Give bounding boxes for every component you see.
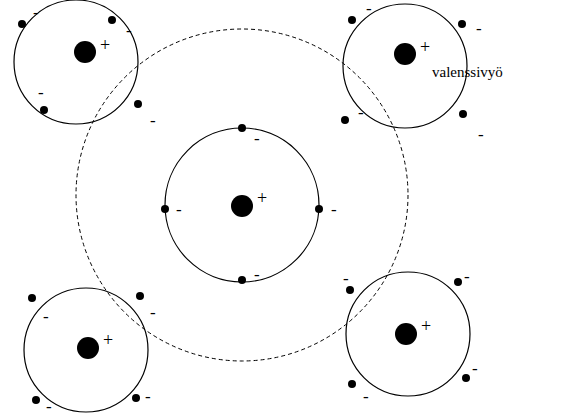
- nucleus: [231, 195, 253, 217]
- electron-charge: -: [176, 201, 182, 218]
- nucleus: [394, 43, 416, 65]
- electron-charge: -: [254, 266, 260, 283]
- atom-shell: [164, 127, 320, 283]
- electron-charge: -: [150, 112, 156, 129]
- atom: +: [13, 0, 139, 125]
- electron-charge: -: [363, 388, 369, 405]
- nucleus-charge: +: [421, 317, 431, 335]
- electron-charge: -: [478, 126, 484, 143]
- electron-charge: -: [46, 398, 52, 415]
- electron-charge: -: [472, 360, 478, 377]
- electron-charge: -: [366, 0, 372, 17]
- nucleus-charge: +: [100, 36, 110, 54]
- electron-charge: -: [343, 270, 349, 287]
- electron-charge: -: [38, 84, 44, 101]
- atom-shell: [345, 271, 471, 397]
- atom: +: [23, 287, 149, 413]
- electron-charge: -: [464, 268, 470, 285]
- atom-shell: [13, 0, 139, 125]
- electron-charge: -: [33, 4, 39, 21]
- electron-charge: -: [43, 308, 49, 325]
- nucleus-charge: +: [103, 331, 113, 349]
- electron-charge: -: [126, 22, 132, 39]
- nucleus: [74, 41, 96, 63]
- atom-shell: [23, 287, 149, 413]
- electron-charge: -: [254, 130, 260, 147]
- nucleus-charge: +: [420, 38, 430, 56]
- electron-charge: -: [145, 388, 151, 405]
- nucleus: [77, 337, 99, 359]
- dashed-band-circle: [76, 29, 408, 361]
- atom: +: [345, 271, 471, 397]
- electron-charge: -: [150, 304, 156, 321]
- nucleus-charge: +: [257, 189, 267, 207]
- electron-charge: -: [476, 20, 482, 37]
- nucleus: [395, 323, 417, 345]
- atom: +: [164, 127, 320, 283]
- electron-charge: -: [331, 201, 337, 218]
- band-label: valenssivyö: [432, 65, 503, 80]
- electron-charge: -: [358, 104, 364, 121]
